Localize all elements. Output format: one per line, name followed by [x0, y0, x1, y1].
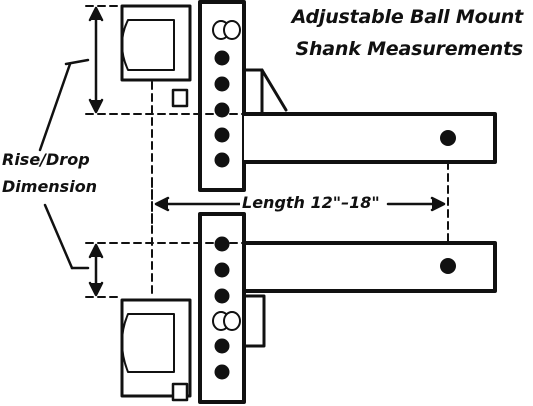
top-ball-platform [120, 4, 192, 82]
top-mount-assembly [120, 0, 497, 192]
bottom-mount-assembly [120, 212, 497, 404]
bottom-ball-platform [120, 298, 192, 398]
reference-lines [85, 5, 449, 298]
length-arrow [154, 196, 446, 212]
rise-drop-label-line-1: Rise/Drop [2, 150, 90, 169]
rise-drop-arrows [38, 6, 104, 297]
top-pin-hole [440, 130, 456, 146]
bottom-pin-hole [440, 258, 456, 274]
diagram-title-line-2: Shank Measurements [295, 38, 523, 60]
rise-drop-label-line-2: Dimension [2, 177, 98, 196]
bottom-shank-bar [242, 241, 497, 293]
length-label: Length 12"–18" [240, 193, 382, 212]
diagram-title-line-1: Adjustable Ball Mount [291, 6, 524, 28]
top-shank-bar [242, 112, 497, 164]
